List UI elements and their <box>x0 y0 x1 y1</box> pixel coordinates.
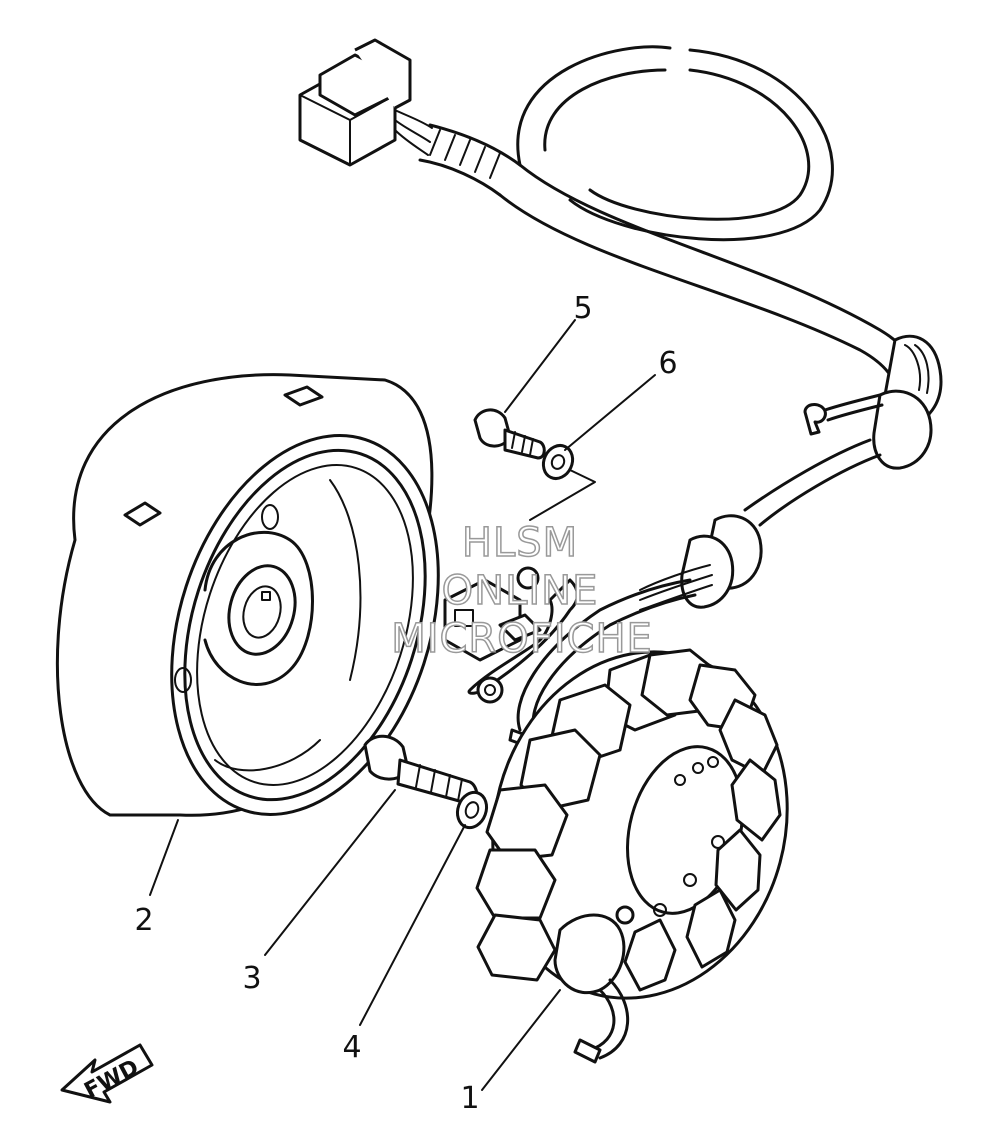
rotor-flywheel <box>55 373 440 817</box>
callout-leaders <box>149 319 656 1091</box>
callout-1: 1 <box>460 1081 479 1116</box>
callout-2: 2 <box>134 903 153 938</box>
watermark-line-2: ONLINE <box>442 568 599 614</box>
callout-3: 3 <box>242 961 261 996</box>
stator <box>475 648 789 1064</box>
bolt-3 <box>363 734 479 806</box>
wire-harness <box>298 38 943 750</box>
bolt-5 <box>473 408 546 460</box>
callout-6: 6 <box>658 346 677 381</box>
callout-4: 4 <box>342 1030 361 1065</box>
fwd-arrow-icon: FWD <box>60 1043 154 1104</box>
assembly-guide-line <box>529 469 596 521</box>
pickup-coil <box>443 566 579 704</box>
watermark-line-3: MICROFICHE <box>391 616 653 662</box>
washer-4 <box>455 790 489 830</box>
washer-6 <box>541 443 575 481</box>
watermark: HLSM ONLINE MICROFICHE <box>390 519 653 663</box>
callout-5: 5 <box>573 291 592 326</box>
watermark-line-1: HLSM <box>462 520 578 566</box>
